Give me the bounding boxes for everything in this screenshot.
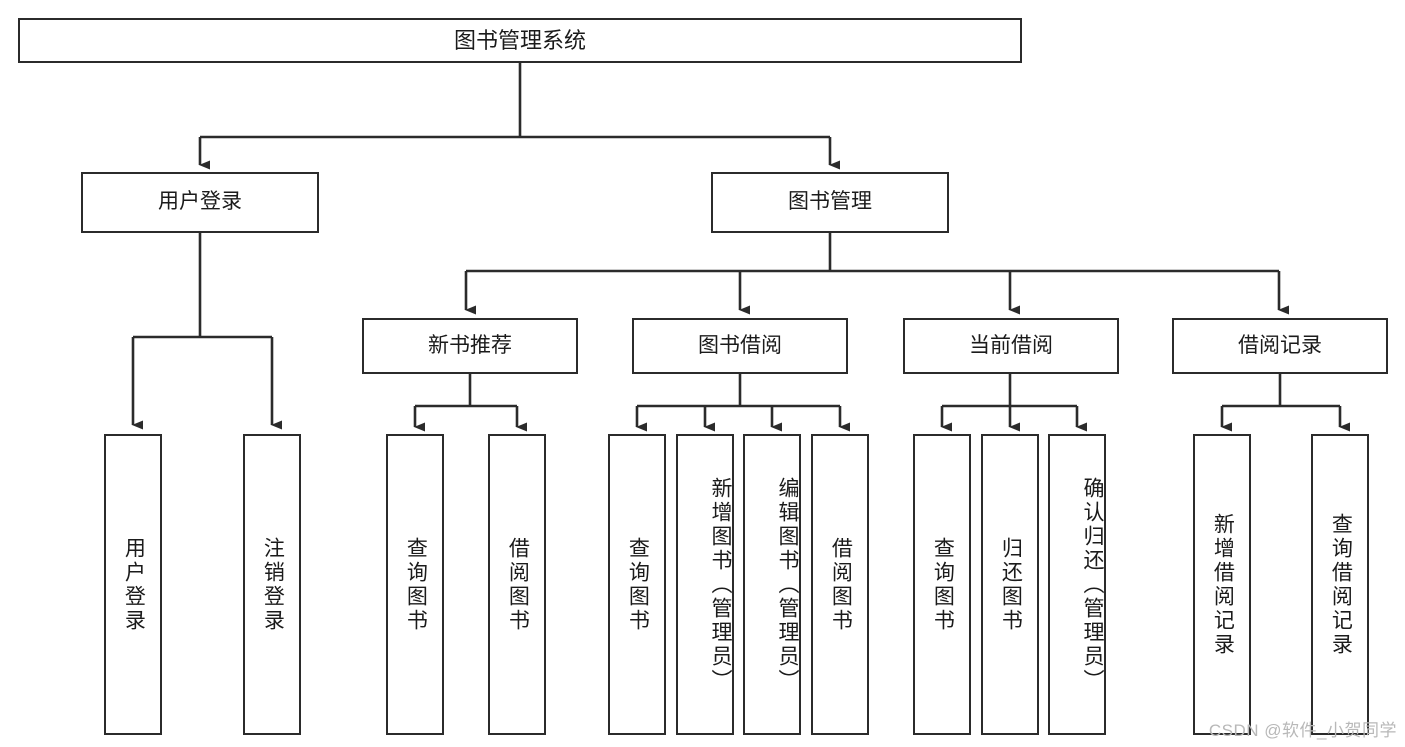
node-leaf-add-record-label: 新增借阅记录 (1211, 512, 1235, 657)
node-new-book-recommend-label: 新书推荐 (428, 333, 512, 357)
node-borrow-record-label: 借阅记录 (1238, 333, 1322, 357)
node-user-login[interactable]: 用户登录 (81, 172, 319, 233)
node-leaf-edit-book[interactable]: 编辑图书（管理员） (743, 434, 801, 735)
node-current-borrow-label: 当前借阅 (969, 333, 1053, 357)
node-current-borrow[interactable]: 当前借阅 (903, 318, 1119, 374)
node-leaf-query-book-2-label: 查询图书 (626, 536, 650, 633)
node-leaf-query-book-2[interactable]: 查询图书 (608, 434, 666, 735)
node-root-label: 图书管理系统 (453, 27, 586, 53)
node-leaf-borrow-book-1-label: 借阅图书 (506, 536, 530, 633)
node-leaf-confirm-return[interactable]: 确认归还（管理员） (1048, 434, 1106, 735)
node-borrow-record[interactable]: 借阅记录 (1172, 318, 1388, 374)
node-book-management-label: 图书管理 (788, 190, 872, 214)
node-leaf-query-record[interactable]: 查询借阅记录 (1311, 434, 1369, 735)
node-new-book-recommend[interactable]: 新书推荐 (362, 318, 578, 374)
node-leaf-confirm-return-label: 确认归还（管理员） (1081, 476, 1104, 693)
node-leaf-add-book[interactable]: 新增图书（管理员） (676, 434, 734, 735)
node-leaf-query-record-label: 查询借阅记录 (1329, 512, 1353, 657)
node-leaf-add-book-label: 新增图书（管理员） (709, 476, 732, 693)
node-leaf-edit-book-label: 编辑图书（管理员） (776, 476, 799, 693)
node-leaf-user-login-label: 用户登录 (122, 536, 146, 633)
node-leaf-query-book-1[interactable]: 查询图书 (386, 434, 444, 735)
node-leaf-borrow-book-2-label: 借阅图书 (829, 536, 853, 633)
watermark: CSDN @软件_小贺同学 (1208, 721, 1397, 740)
node-root[interactable]: 图书管理系统 (18, 18, 1022, 63)
node-leaf-borrow-book-2[interactable]: 借阅图书 (811, 434, 869, 735)
node-leaf-user-login[interactable]: 用户登录 (104, 434, 162, 735)
node-leaf-return-book-label: 归还图书 (999, 536, 1023, 633)
node-book-borrow-label: 图书借阅 (698, 333, 782, 357)
node-leaf-query-book-3-label: 查询图书 (931, 536, 955, 633)
node-user-login-label: 用户登录 (158, 190, 242, 214)
node-leaf-return-book[interactable]: 归还图书 (981, 434, 1039, 735)
node-leaf-logout-login[interactable]: 注销登录 (243, 434, 301, 735)
node-leaf-query-book-1-label: 查询图书 (404, 536, 428, 633)
node-leaf-borrow-book-1[interactable]: 借阅图书 (488, 434, 546, 735)
node-book-borrow[interactable]: 图书借阅 (632, 318, 848, 374)
node-leaf-add-record[interactable]: 新增借阅记录 (1193, 434, 1251, 735)
node-leaf-logout-login-label: 注销登录 (261, 536, 285, 633)
node-leaf-query-book-3[interactable]: 查询图书 (913, 434, 971, 735)
node-book-management[interactable]: 图书管理 (711, 172, 949, 233)
